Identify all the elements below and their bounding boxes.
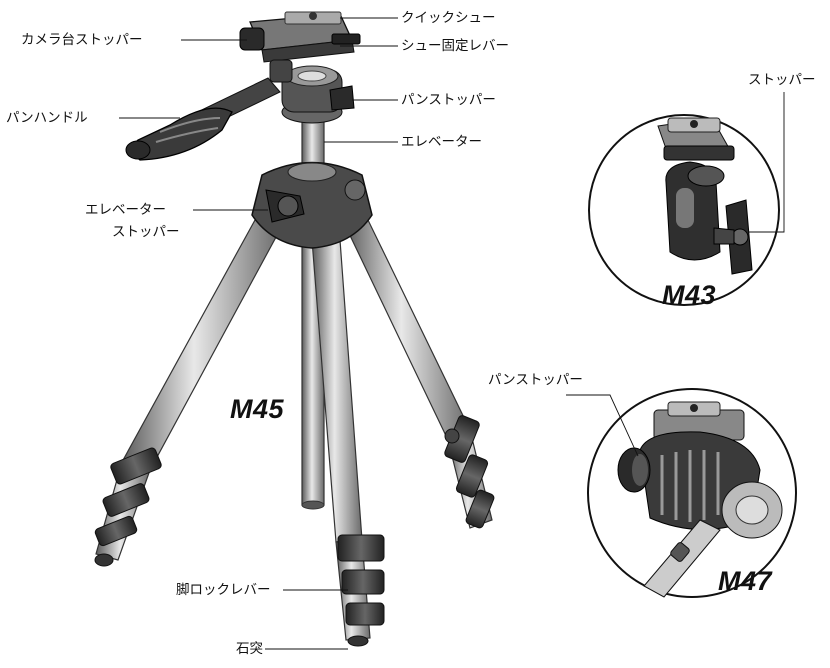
label-pan-stopper: パンストッパー xyxy=(401,92,496,108)
label-elevator-stopper-line1: エレベーター xyxy=(85,202,166,218)
label-pan-handle: パンハンドル xyxy=(6,110,88,126)
elevator-stopper-knob xyxy=(265,189,305,223)
m43-inset xyxy=(588,92,785,306)
m47-pan-stopper-knob xyxy=(617,447,651,493)
m43-leader-line xyxy=(748,92,785,233)
left-leg-upper xyxy=(121,219,283,471)
right-leg-upper xyxy=(344,219,471,441)
hub-collar xyxy=(287,162,337,182)
m43-stopper-knob xyxy=(713,199,753,275)
model-label-m45: M45 xyxy=(230,394,285,424)
label-camera-stopper: カメラ台ストッパー xyxy=(21,32,143,48)
label-quick-shoe: クイックシュー xyxy=(401,10,496,26)
right-leg-locks xyxy=(444,415,495,529)
model-label-m43: M43 xyxy=(662,280,717,310)
m45-tripod xyxy=(94,11,495,647)
center-column-end xyxy=(301,500,325,510)
m47-inset xyxy=(566,388,797,598)
label-elevator: エレベーター xyxy=(401,134,482,150)
m45-leader-lines xyxy=(119,17,398,650)
m47-leader-line xyxy=(566,394,639,457)
pan-handle-grip xyxy=(125,77,281,161)
model-label-m47: M47 xyxy=(718,566,773,596)
pan-head xyxy=(239,11,361,124)
label-m43-stopper: ストッパー xyxy=(748,72,816,88)
label-elevator-stopper-line2: ストッパー xyxy=(112,224,180,240)
left-leg-locks xyxy=(94,447,162,567)
label-m47-pan-stopper: パンストッパー xyxy=(488,372,583,388)
label-foot: 石突 xyxy=(236,641,263,657)
label-shoe-lever: シュー固定レバー xyxy=(401,38,509,54)
front-leg-locks xyxy=(337,534,385,647)
label-leg-lock-lever: 脚ロックレバー xyxy=(176,582,271,598)
hub-bolt xyxy=(344,179,366,201)
